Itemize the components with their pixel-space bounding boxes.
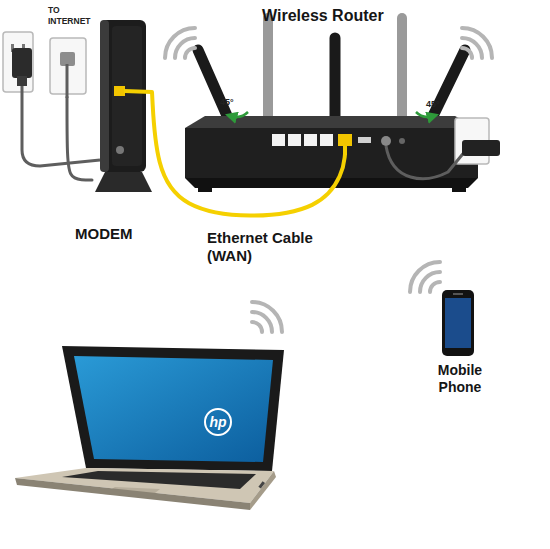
tilt-arrow (231, 112, 248, 117)
cable-label: Ethernet Cable (WAN) (207, 229, 339, 265)
wifi-signal (252, 302, 282, 332)
router-body (185, 128, 478, 178)
usb-port (358, 137, 371, 143)
lan-port (288, 134, 301, 146)
laptop-screen (74, 356, 273, 462)
wifi-signal (410, 262, 440, 292)
modem-front (112, 26, 142, 166)
modem-side (100, 20, 109, 172)
antenna (263, 18, 273, 118)
router-top (185, 116, 478, 128)
wifi-signal (462, 28, 492, 58)
laptop-side (250, 471, 276, 510)
power-cord (386, 146, 466, 179)
ethernet-cable (152, 92, 345, 216)
router-foot (452, 188, 466, 192)
mobile-phone: Mobile Phone (430, 282, 490, 402)
tilt-arrow (416, 112, 433, 117)
wan-port (338, 134, 352, 146)
power-plug (12, 48, 32, 78)
ethernet-port (114, 86, 125, 96)
laptop-computer: hp (15, 338, 290, 508)
power-cord (22, 84, 100, 166)
phone-screen (445, 298, 471, 348)
reset-button (399, 138, 405, 144)
lan-port (304, 134, 317, 146)
port-label: TO INTERNET (48, 5, 96, 27)
power-plug (462, 140, 500, 156)
antenna (198, 50, 228, 118)
device-label: Wireless Router (262, 6, 422, 26)
wall-jack: TO INTERNET (46, 3, 96, 97)
laptop-port (258, 481, 265, 488)
angle-label: 45° (426, 99, 440, 110)
laptop-lid (62, 346, 284, 471)
modem-body (100, 20, 146, 172)
router-base (185, 178, 478, 188)
laptop-front (15, 478, 250, 510)
wifi-signal (165, 28, 195, 58)
device-label: MODEM (75, 225, 157, 243)
coax-cable (66, 64, 69, 98)
wireless-router: Wireless Router (180, 2, 492, 154)
modem-device: MODEM (92, 18, 152, 250)
antenna (397, 18, 407, 118)
power-jack (381, 136, 391, 146)
ethernet-stub (343, 146, 347, 155)
lan-port (320, 134, 333, 146)
wall-outlet (3, 32, 33, 92)
lan-port (272, 134, 285, 146)
modem-stand (95, 172, 152, 192)
ethernet-stub (124, 91, 152, 92)
phone-body (442, 290, 474, 356)
angle-label: 45° (220, 97, 234, 108)
router-foot (198, 188, 212, 192)
device-label: Mobile Phone (430, 362, 490, 396)
jack-socket (60, 52, 75, 66)
antenna (330, 38, 341, 116)
brand-logo: hp (205, 412, 231, 432)
phone-speaker (453, 293, 463, 295)
coax-cable (67, 97, 92, 180)
logo-ring (205, 409, 231, 435)
power-plug (17, 76, 27, 86)
power-port (116, 146, 124, 154)
